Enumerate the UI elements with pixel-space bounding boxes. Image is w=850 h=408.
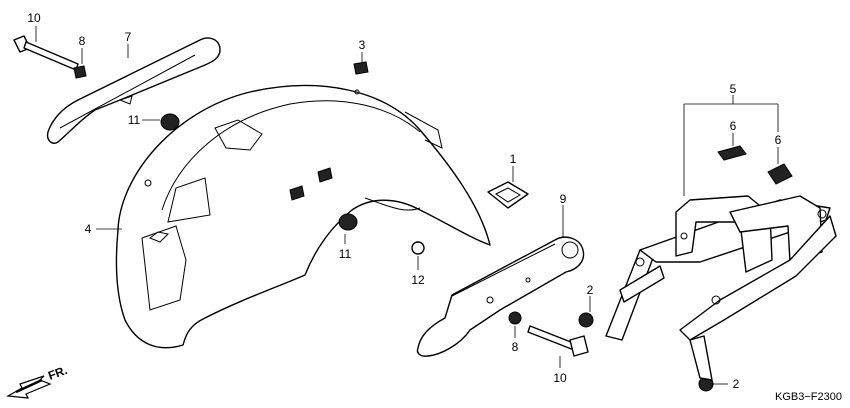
front-direction-arrow: FR. [6, 363, 69, 399]
callout-12: 12 [411, 273, 425, 287]
callout-6-right: 6 [775, 133, 782, 147]
callout-6-left: 6 [730, 119, 737, 133]
pad-6-left [717, 145, 747, 161]
bolt-10-lower [527, 325, 589, 357]
callout-5: 5 [730, 82, 737, 96]
callout-8-lower: 8 [512, 340, 519, 354]
pad-6-right [767, 163, 793, 185]
callout-2-upper: 2 [587, 283, 594, 297]
nut-12 [411, 241, 425, 255]
callout-9: 9 [560, 192, 567, 206]
pad-1 [487, 181, 529, 209]
callout-4: 4 [85, 222, 92, 236]
callout-11-lower: 11 [339, 247, 352, 261]
callouts: 10 8 7 3 11 4 1 9 11 12 8 10 2 5 6 6 2 [27, 11, 781, 391]
rear-bracket [605, 195, 837, 381]
nut-8-lower [508, 311, 522, 325]
lower-rail [416, 236, 585, 357]
leader-lines [35, 26, 779, 385]
bolt-10-upper [13, 35, 79, 71]
callout-10-upper: 10 [27, 11, 41, 25]
callout-3: 3 [359, 38, 366, 52]
callout-1: 1 [510, 152, 517, 166]
callout-10-lower: 10 [553, 371, 567, 385]
figure-code: KGB3−F2300 [775, 391, 842, 403]
callout-2-lower: 2 [733, 377, 740, 391]
nut-8-upper [73, 65, 87, 79]
direction-label: FR. [46, 363, 69, 383]
callout-11-upper: 11 [128, 113, 141, 127]
upper-left-rail [46, 37, 221, 144]
grommet-3 [353, 61, 369, 75]
nut-2-upper [578, 312, 594, 328]
callout-7: 7 [125, 30, 132, 44]
grommet-11-upper [160, 113, 180, 131]
callout-8-upper: 8 [79, 34, 86, 48]
grommet-11-lower [338, 213, 358, 231]
rear-fender [115, 84, 491, 349]
